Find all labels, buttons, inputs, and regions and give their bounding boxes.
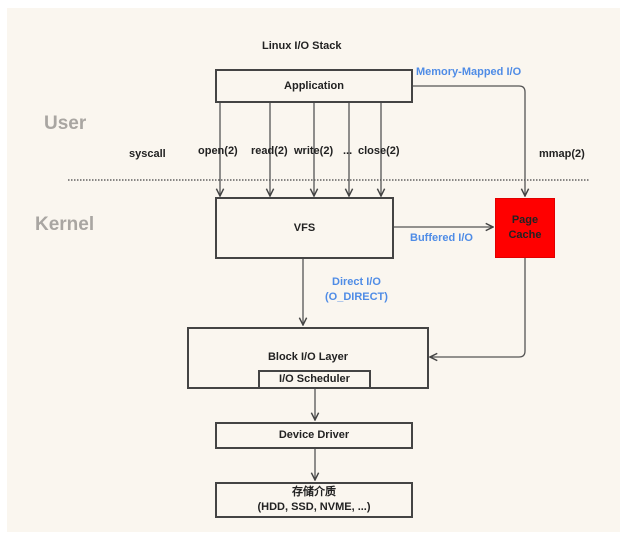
direct-io-label: Direct I/O (O_DIRECT) — [325, 275, 388, 306]
device-driver-box: Device Driver — [215, 422, 413, 449]
page-cache-box: Page Cache — [495, 198, 555, 258]
page-cache-label-line1: Page — [511, 214, 539, 227]
storage-media-box: 存储介质 (HDD, SSD, NVME, ...) — [215, 482, 413, 518]
arrow-pagecache-to-block — [430, 257, 526, 357]
memory-mapped-io-label: Memory-Mapped I/O — [416, 66, 522, 78]
arrow-mmap — [412, 85, 525, 196]
storage-media-label-line2: (HDD, SSD, NVME, ...) — [257, 501, 371, 513]
syscall-open: open(2) — [198, 145, 238, 157]
zone-label-kernel: Kernel — [35, 214, 95, 235]
io-scheduler-label: I/O Scheduler — [279, 373, 350, 386]
direct-io-label-line1: Direct I/O — [332, 276, 381, 288]
buffered-io-label: Buffered I/O — [410, 232, 473, 244]
syscall-label: syscall — [129, 148, 166, 160]
vfs-label: VFS — [293, 221, 316, 234]
direct-io-label-line2: (O_DIRECT) — [325, 291, 388, 304]
application-box: Application — [215, 69, 413, 103]
diagram-title: Linux I/O Stack — [262, 40, 342, 52]
application-label: Application — [284, 79, 344, 92]
mmap-label: mmap(2) — [539, 148, 585, 160]
vfs-box: VFS — [215, 197, 394, 259]
io-scheduler-box: I/O Scheduler — [258, 370, 371, 389]
syscall-write: write(2) — [294, 145, 334, 157]
device-driver-label: Device Driver — [278, 429, 350, 442]
page-cache-label-line2: Cache — [508, 229, 542, 241]
syscall-read: read(2) — [251, 145, 288, 157]
storage-media-label-line1: 存储介质 — [292, 486, 336, 499]
syscall-ellipsis: ... — [343, 145, 353, 157]
block-io-layer-label: Block I/O Layer — [267, 351, 349, 363]
zone-label-user: User — [44, 113, 87, 134]
syscall-close: close(2) — [358, 145, 400, 157]
